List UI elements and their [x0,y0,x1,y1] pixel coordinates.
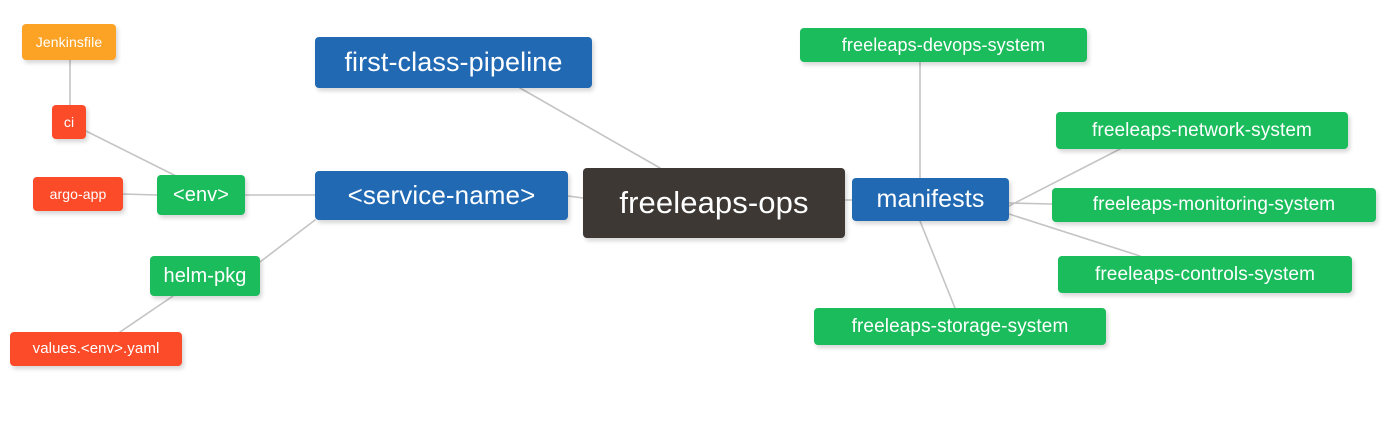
node-label-freeleaps-devops-system: freeleaps-devops-system [841,34,1046,55]
node-first-class-pipeline[interactable]: first-class-pipeline [315,37,592,88]
edge-argo-app-to-env [122,193,158,196]
node-freeleaps-storage-system[interactable]: freeleaps-storage-system [814,308,1106,345]
edge-manifests-to-freeleaps-storage-system [919,220,956,309]
node-label-argo-app: argo-app [49,185,107,202]
node-argo-app[interactable]: argo-app [33,177,123,211]
edge-ci-to-env [85,130,179,178]
edge-first-class-pipeline-to-freeleaps-ops [519,87,661,169]
node-values-env-yaml[interactable]: values.<env>.yaml [10,332,182,366]
edge-service-name-to-freeleaps-ops [567,195,584,199]
node-freeleaps-controls-system[interactable]: freeleaps-controls-system [1058,256,1352,293]
node-freeleaps-network-system[interactable]: freeleaps-network-system [1056,112,1348,149]
node-label-service-name: <service-name> [347,179,536,210]
node-ci[interactable]: ci [52,105,86,139]
node-label-values-env-yaml: values.<env>.yaml [32,340,160,358]
node-label-jenkinsfile: Jenkinsfile [35,33,103,50]
node-label-freeleaps-controls-system: freeleaps-controls-system [1094,263,1316,285]
edge-helm-pkg-to-values-env-yaml [119,295,174,333]
node-label-helm-pkg: helm-pkg [163,264,247,287]
edge-service-name-to-helm-pkg [259,219,316,263]
node-env[interactable]: <env> [157,175,245,215]
node-service-name[interactable]: <service-name> [315,171,568,220]
node-label-freeleaps-monitoring-system: freeleaps-monitoring-system [1092,194,1336,216]
node-label-freeleaps-storage-system: freeleaps-storage-system [851,315,1069,337]
edge-manifests-to-freeleaps-monitoring-system [1008,202,1053,205]
node-label-first-class-pipeline: first-class-pipeline [344,47,563,78]
node-label-env: <env> [172,183,230,206]
node-freeleaps-monitoring-system[interactable]: freeleaps-monitoring-system [1052,188,1376,222]
node-jenkinsfile[interactable]: Jenkinsfile [22,24,116,60]
node-label-freeleaps-ops: freeleaps-ops [619,184,809,220]
node-label-ci: ci [63,113,75,130]
node-label-manifests: manifests [876,185,985,214]
node-manifests[interactable]: manifests [852,178,1009,221]
node-helm-pkg[interactable]: helm-pkg [150,256,260,296]
node-freeleaps-ops[interactable]: freeleaps-ops [583,168,845,238]
node-freeleaps-devops-system[interactable]: freeleaps-devops-system [800,28,1087,62]
node-label-freeleaps-network-system: freeleaps-network-system [1092,119,1312,141]
